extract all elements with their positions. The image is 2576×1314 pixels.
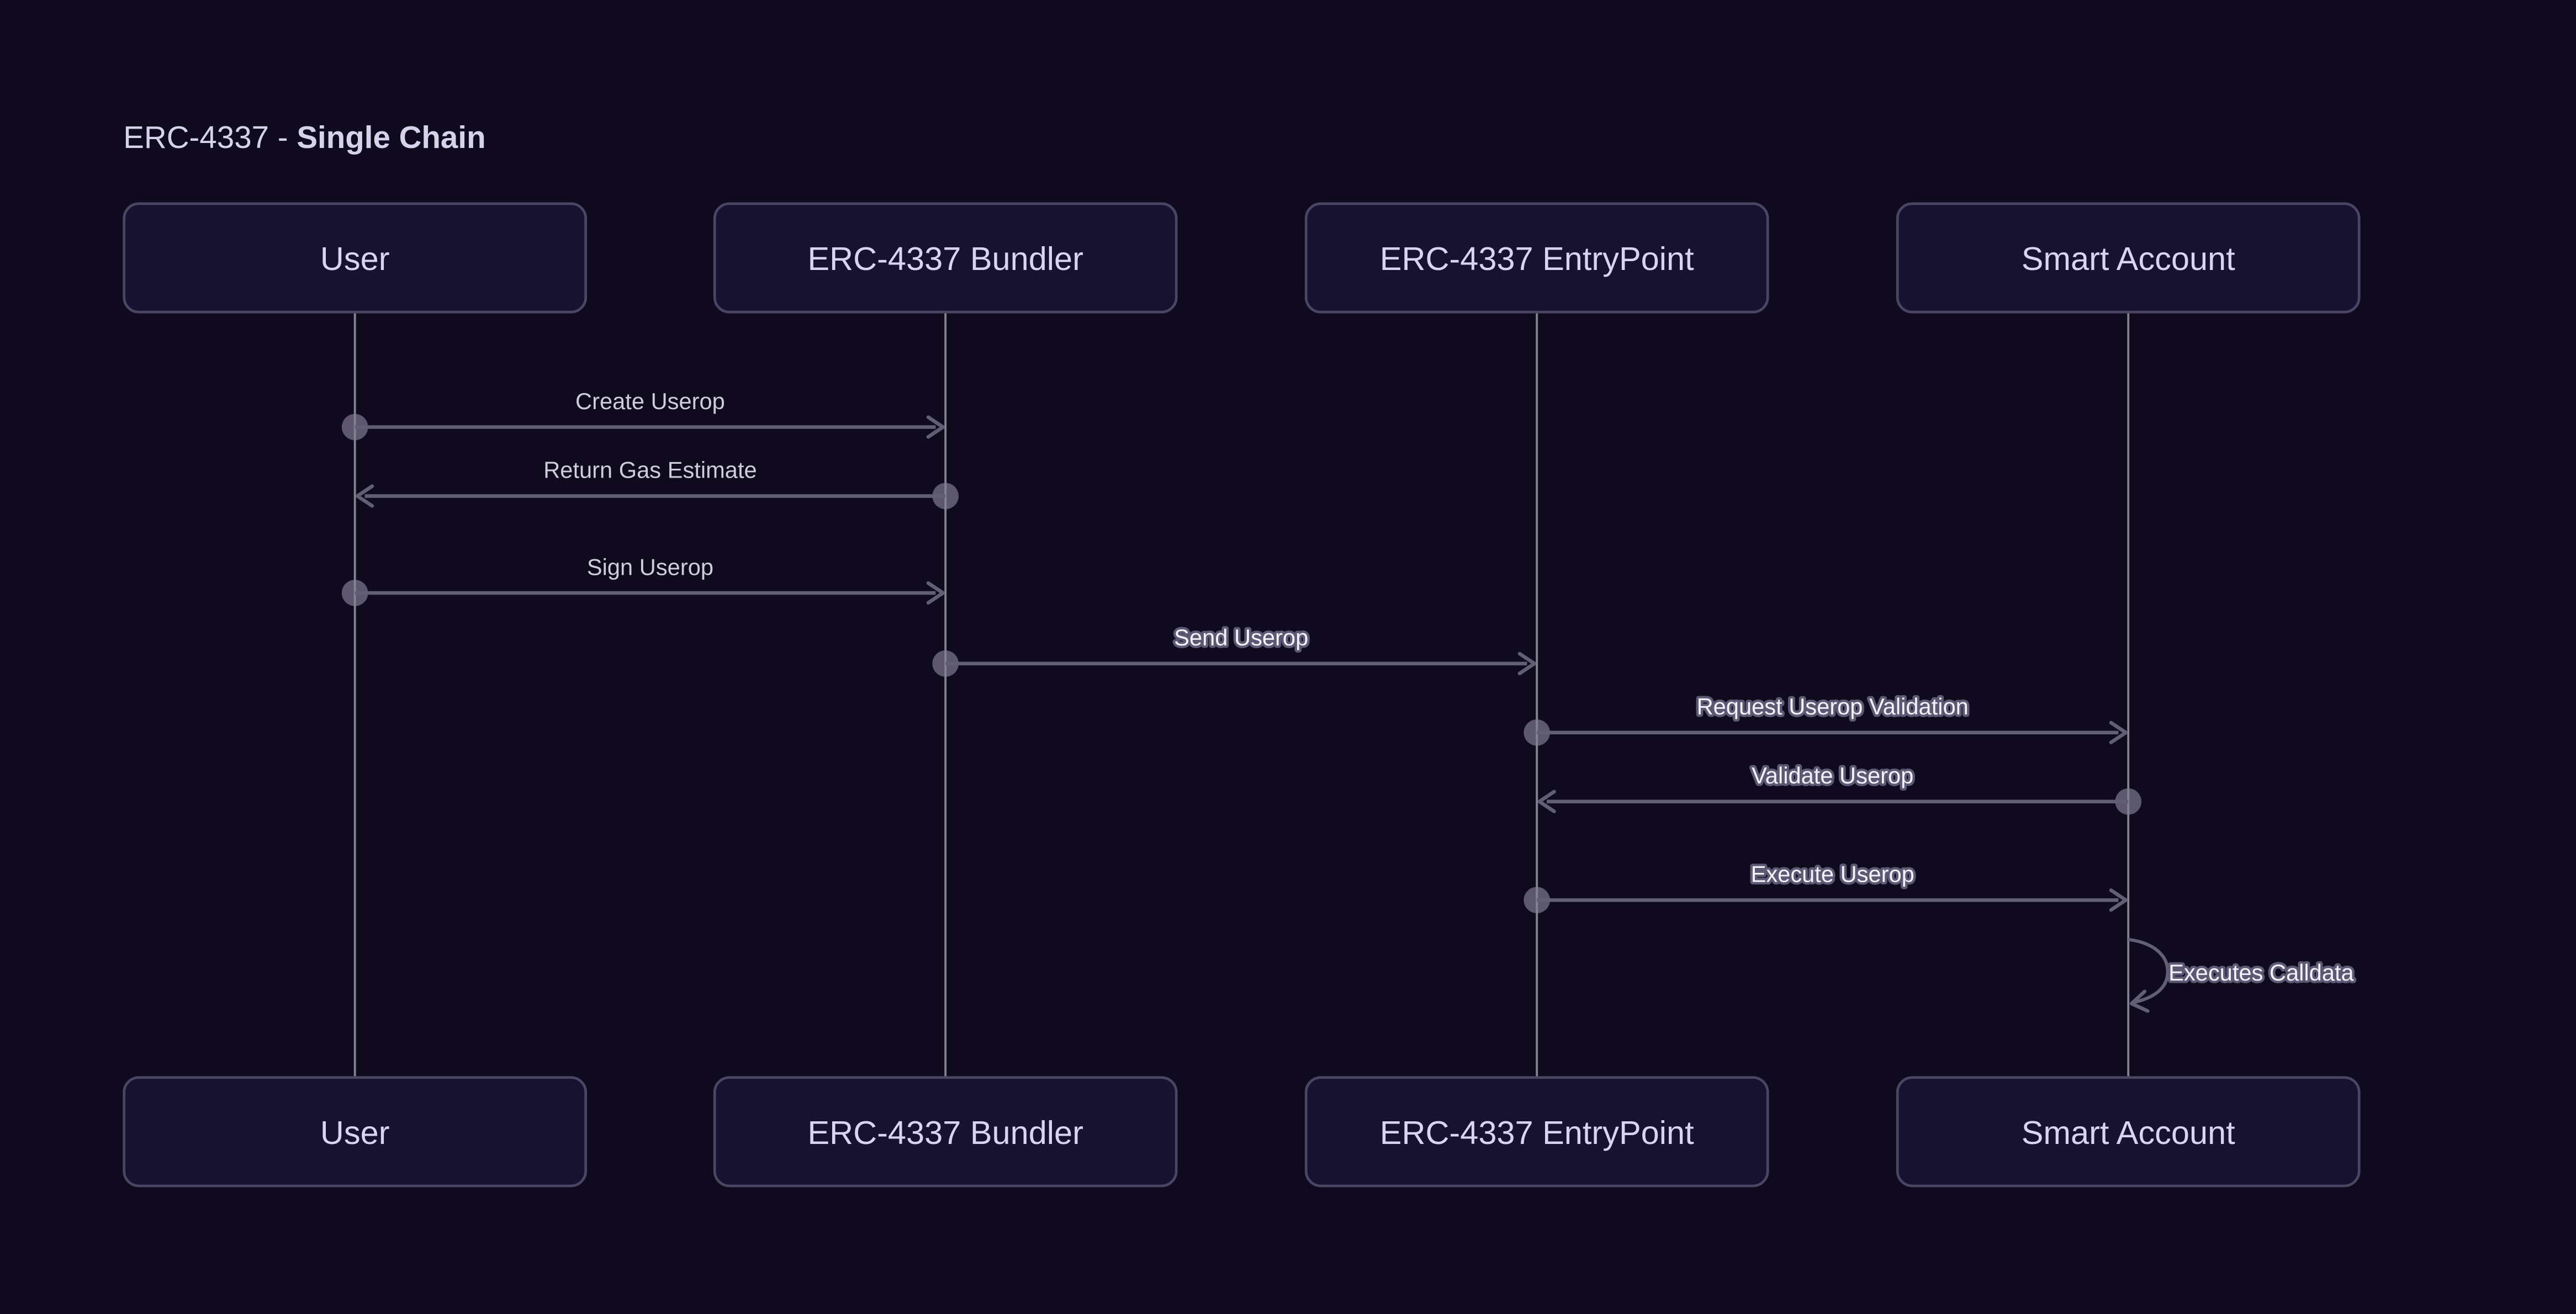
message-label: Request Userop Validation <box>1697 693 1969 719</box>
actor-label-bottom-bundler: ERC-4337 Bundler <box>808 1114 1083 1151</box>
arrowhead-icon <box>355 484 374 508</box>
actor-label-bottom-entrypoint: ERC-4337 EntryPoint <box>1380 1114 1694 1151</box>
arrowhead-icon <box>1517 651 1537 676</box>
self-loop-path <box>2128 937 2170 1005</box>
arrowhead-icon <box>2109 888 2128 912</box>
message-label: Execute Userop <box>1751 861 1914 887</box>
message-label: Validate Userop <box>1752 762 1913 788</box>
actor-box-bottom-smart_account <box>1896 1076 2361 1188</box>
message-label: Sign Userop <box>587 554 713 580</box>
arrowhead-icon <box>2109 720 2128 744</box>
arrowhead-icon <box>1537 790 1556 813</box>
actor-box-bottom-entrypoint <box>1304 1076 1769 1188</box>
diagram-title-emphasis: Single Chain <box>297 120 485 155</box>
arrowhead-icon <box>926 415 945 439</box>
actor-box-top-entrypoint <box>1304 202 1769 314</box>
message-label: Send Userop <box>1174 624 1308 650</box>
arrowhead-icon <box>926 581 945 605</box>
actor-box-top-smart_account <box>1896 202 2361 314</box>
actor-label-top-smart_account: Smart Account <box>2022 240 2235 277</box>
actor-box-top-user <box>123 202 588 314</box>
actor-label-top-entrypoint: ERC-4337 EntryPoint <box>1380 240 1694 277</box>
actor-box-bottom-user <box>123 1076 588 1188</box>
diagram-title: ERC-4337 - Single Chain <box>123 120 485 155</box>
actor-box-bottom-bundler <box>713 1076 1178 1188</box>
message-label: Create Userop <box>575 388 725 414</box>
self-message-label: Executes Calldata <box>2168 960 2354 986</box>
actor-label-top-user: User <box>320 240 390 277</box>
actor-label-bottom-user: User <box>320 1114 390 1151</box>
actor-label-bottom-smart_account: Smart Account <box>2022 1114 2235 1151</box>
actor-label-top-bundler: ERC-4337 Bundler <box>808 240 1083 277</box>
actor-box-top-bundler <box>713 202 1178 314</box>
diagram-title-prefix: ERC-4337 - <box>123 120 297 155</box>
message-label: Return Gas Estimate <box>543 457 757 483</box>
arrowhead-icon <box>2129 989 2150 1013</box>
